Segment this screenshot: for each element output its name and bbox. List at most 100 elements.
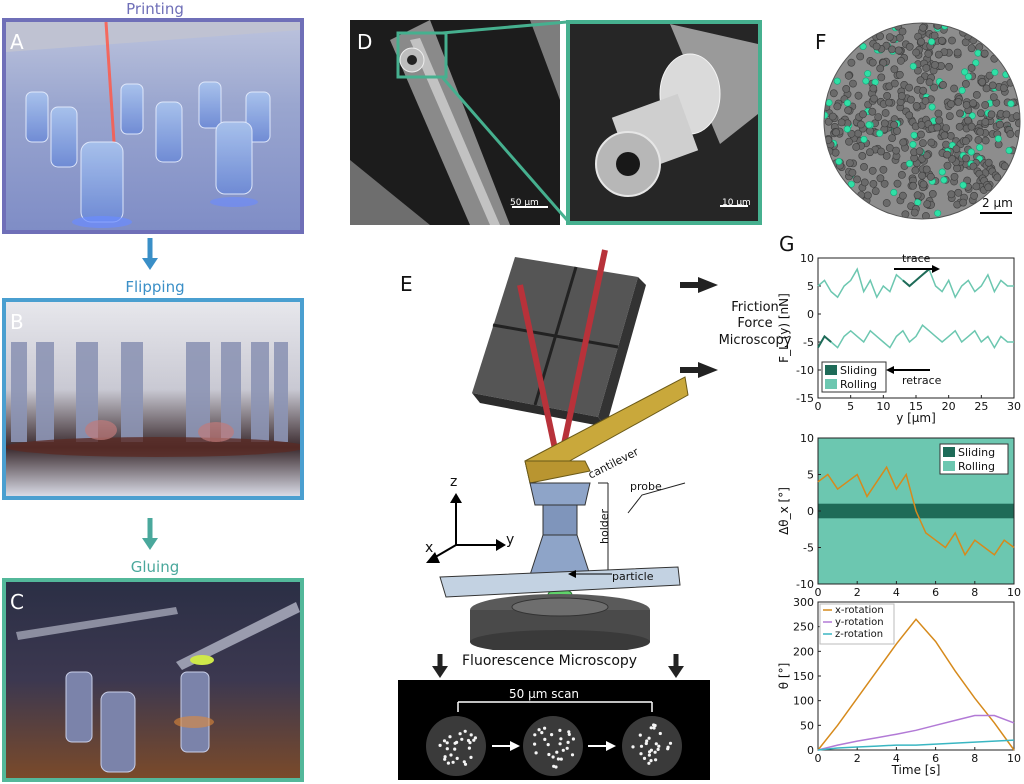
fluorescent-spot <box>546 743 550 747</box>
fluorescent-particle <box>968 112 976 120</box>
particle-dot <box>852 143 861 151</box>
series-line-x-rotation <box>817 618 1015 751</box>
fluorescent-spot <box>533 733 537 737</box>
particle-dot <box>975 43 984 52</box>
fluorescent-spot <box>566 740 570 744</box>
panel-d-sem-overview <box>350 20 560 225</box>
particle-dot <box>1002 110 1011 119</box>
particle-dot <box>954 188 963 197</box>
fluorescent-spot <box>642 756 647 760</box>
particle-dot <box>940 131 949 140</box>
particle-dot <box>870 94 878 103</box>
legend-label-rolling: Rolling <box>840 378 877 391</box>
fluorescent-particle <box>1005 147 1013 155</box>
particle-dot <box>948 36 956 45</box>
panel-letter-d: D <box>357 30 373 54</box>
fluorescent-spot <box>540 731 544 735</box>
particle-dot <box>905 42 914 51</box>
y-tick-label: 50 <box>800 719 814 732</box>
particle-dot <box>905 111 914 120</box>
particle-dot <box>859 110 867 119</box>
fluorescent-spot <box>547 752 551 757</box>
particle-dot <box>876 64 885 73</box>
particle-dot <box>880 119 889 128</box>
panel-letter-g: G <box>779 232 795 256</box>
fluorescent-spot <box>446 761 450 765</box>
particle-dot <box>860 162 868 171</box>
fluorescent-spot <box>463 762 468 766</box>
fluorescent-particle <box>938 168 946 176</box>
fluorescent-spot <box>438 743 442 747</box>
step-label-printing: Printing <box>126 0 184 18</box>
particle-dot <box>930 31 939 40</box>
particle-dot <box>961 80 970 88</box>
retrace-arrowhead <box>886 366 894 374</box>
legend-label-z-rotation: z-rotation <box>835 629 883 640</box>
y-tick-label: 5 <box>807 280 814 293</box>
particle-dot <box>869 84 878 93</box>
fluorescent-particle <box>864 70 872 78</box>
y-tick-label: 0 <box>807 744 814 757</box>
particle-dot <box>922 212 930 219</box>
x-tick-label: 20 <box>942 400 956 413</box>
particle-dot <box>854 91 863 100</box>
particle-dot <box>988 81 997 90</box>
particle-dot <box>933 123 942 132</box>
particle-dot <box>879 165 888 174</box>
x-tick-label: 8 <box>971 752 978 765</box>
particle-dot <box>926 172 935 181</box>
particle-dot <box>872 42 881 51</box>
fluorescent-spot <box>647 736 651 740</box>
fluorescent-particle <box>890 189 898 197</box>
fluorescent-spot <box>552 764 556 768</box>
legend-swatch-rolling <box>943 461 955 471</box>
series-line-Δθx <box>817 465 1015 557</box>
y-tick-label: 5 <box>807 469 814 482</box>
y-tick-label: 300 <box>793 596 814 609</box>
legend-label-sliding: Sliding <box>840 364 877 377</box>
holder-label: holder <box>598 508 611 544</box>
particle-pointer-arrow <box>568 570 612 578</box>
particle-dot <box>828 112 837 121</box>
particle-dot <box>869 179 878 188</box>
y-tick-label: -5 <box>803 542 814 555</box>
particle-dot <box>919 139 927 147</box>
particle-dot <box>837 118 846 127</box>
fluorescent-spot <box>654 758 658 762</box>
particle-dot <box>962 154 970 163</box>
particle-dot <box>942 140 950 149</box>
fluorescent-spot <box>550 733 554 737</box>
fluorescent-spot <box>473 736 477 740</box>
x-tick-label: 5 <box>847 400 854 413</box>
fluorescent-spot <box>458 732 462 736</box>
particle-dot <box>858 151 867 160</box>
fluorescent-spot <box>647 761 651 765</box>
particle-dot <box>984 158 993 167</box>
x-tick-label: 0 <box>815 586 822 597</box>
fluorescent-spot <box>668 741 673 745</box>
fluorescent-spot <box>561 748 565 752</box>
scalebar-label-10um: 10 μm <box>722 198 751 208</box>
fluorescent-particle <box>972 59 980 67</box>
fluorescent-spot <box>445 747 449 751</box>
series-line-y-rotation <box>817 714 1015 751</box>
fluorescence-microscopy-label: Fluorescence Microscopy <box>462 653 638 669</box>
x-tick-label: 6 <box>932 586 939 597</box>
y-tick-label: 250 <box>793 621 814 634</box>
fluorescent-spot <box>657 744 661 748</box>
fluorescent-spot <box>652 726 656 730</box>
particle-dot <box>894 46 903 55</box>
particle-dot <box>922 64 931 72</box>
particle-dot <box>972 91 981 99</box>
particle-dot <box>954 98 963 106</box>
particle-dot <box>930 83 938 92</box>
particle-dot <box>915 147 924 156</box>
particle-label: particle <box>612 570 654 583</box>
legend-swatch-sliding <box>943 447 955 457</box>
particle-dot <box>897 56 905 65</box>
particle-dot <box>967 44 976 53</box>
particle-dot <box>860 178 869 187</box>
particle-dot <box>871 187 880 195</box>
fluorescent-spot <box>638 733 642 737</box>
x-axis-label: y [μm] <box>896 411 936 425</box>
